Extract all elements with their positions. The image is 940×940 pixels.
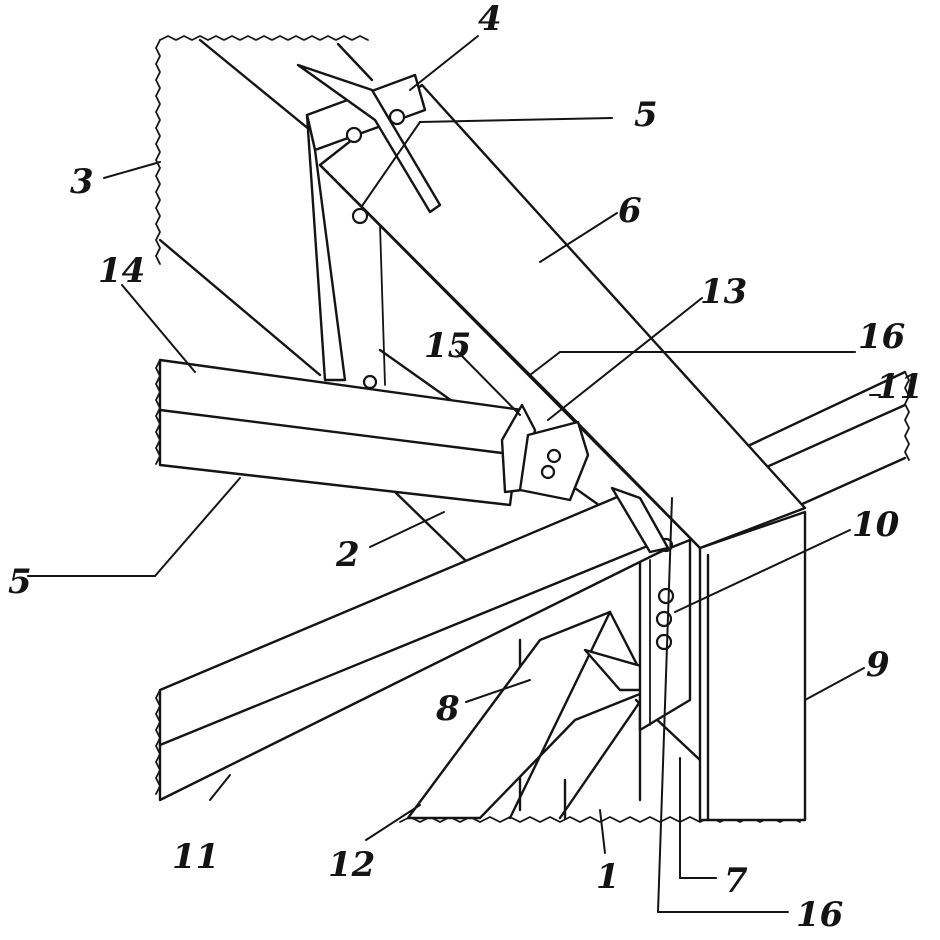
label-11-left: 11: [172, 837, 219, 877]
horizontal-beam-11-left: [155, 486, 670, 802]
label-5-left: 5: [8, 562, 32, 602]
label-14: 14: [98, 251, 145, 291]
label-10: 10: [852, 505, 900, 545]
label-12: 12: [328, 845, 375, 885]
horizontal-beam-11-right: [748, 370, 910, 507]
horizontal-beam-14: [155, 358, 524, 507]
bolt-5-b: [388, 108, 406, 126]
label-4: 4: [478, 0, 502, 39]
label-2: 2: [335, 535, 360, 575]
label-7: 7: [724, 861, 748, 901]
label-9: 9: [866, 645, 890, 685]
label-16-top: 16: [858, 317, 905, 357]
flange-plate-4: [296, 63, 442, 390]
label-16-bottom: 16: [796, 895, 843, 935]
bolt-10-a: [657, 587, 675, 605]
leader-lines: [27, 35, 881, 913]
label-15: 15: [424, 326, 471, 366]
bolt-5-a: [345, 126, 363, 144]
label-1: 1: [596, 857, 620, 897]
label-6: 6: [618, 191, 642, 231]
wall-panel-3: [155, 35, 374, 377]
bolt-10-c: [655, 633, 673, 651]
bolt-13-a: [546, 448, 562, 464]
bolt-5-c: [351, 207, 369, 225]
connection-plate-13: [518, 420, 590, 502]
label-3: 3: [70, 162, 94, 202]
callout-labels: 3 4 5 6 14 13 16 11 15 5 2 10 8 9 11 12 …: [8, 0, 923, 935]
bolt-13-b: [540, 464, 556, 480]
label-8: 8: [435, 689, 460, 729]
label-11-right: 11: [876, 367, 923, 407]
label-5-top: 5: [634, 95, 658, 135]
label-13: 13: [700, 272, 747, 312]
bolt-5-d: [362, 374, 378, 390]
